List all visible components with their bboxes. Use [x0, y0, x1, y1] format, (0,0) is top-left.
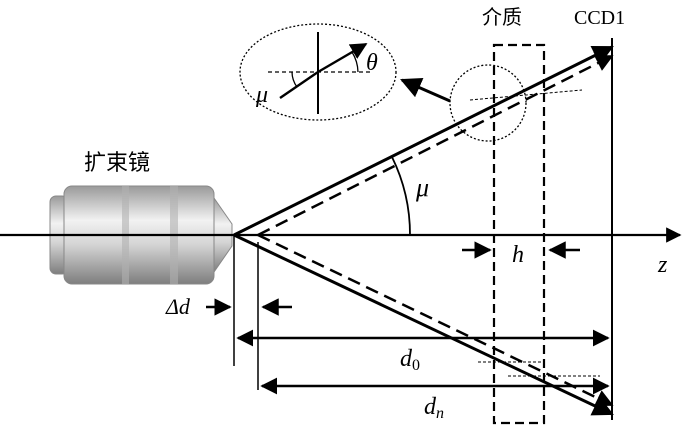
ray-upper-solid — [233, 45, 614, 237]
refraction-inset — [239, 23, 397, 121]
thickness-label: h — [512, 242, 524, 268]
inset-mu-label: μ — [255, 82, 268, 108]
zoom-arrow — [400, 77, 451, 103]
ray-lower-dashed — [257, 233, 614, 407]
medium-slab — [492, 43, 546, 425]
dn-label: dn — [424, 394, 444, 422]
beam-expander-label: 扩束镜 — [84, 151, 150, 176]
d0-label: d0 — [400, 346, 420, 374]
medium-label: 介质 — [482, 5, 522, 29]
angle-mu-arc — [391, 156, 411, 236]
zoom-circle — [449, 64, 527, 142]
ray-upper-dashed — [257, 54, 614, 237]
z-axis-label: z — [657, 252, 668, 278]
delta-d-label: Δd — [165, 294, 191, 319]
angle-mu-label: μ — [415, 173, 429, 202]
inset-theta-label: θ — [366, 50, 378, 76]
refraction-marker-upper — [469, 89, 583, 101]
ccd-label: CCD1 — [574, 7, 625, 29]
